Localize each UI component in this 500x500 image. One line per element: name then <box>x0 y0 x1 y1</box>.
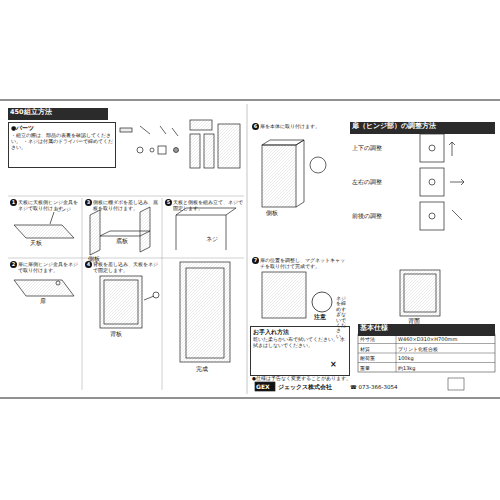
step-number: 5 <box>165 199 172 206</box>
label-text: ネジ <box>206 236 226 243</box>
label-text: 上下の調整 <box>352 145 412 152</box>
label-text: 扉 <box>40 298 52 305</box>
heading-band: 扉（ヒンジ部）の調整方法 <box>350 122 495 134</box>
label-text: × <box>330 360 340 370</box>
label-text: 扉に扉側ヒンジ金具をネジで取り付けます。 <box>18 261 80 273</box>
label-text: ヒンジ <box>56 206 78 212</box>
heading-band: 基本仕様 <box>358 324 495 336</box>
label-text: 完成 <box>196 366 216 373</box>
step-number: 1 <box>10 199 17 206</box>
body-text: 乾いた柔らかい布で拭いてください。 水拭きはしないでください。 <box>253 336 347 348</box>
label-text: 100kg <box>398 355 494 361</box>
label-text: 左右の調整 <box>352 179 412 186</box>
label-text: 底板 <box>116 238 136 245</box>
label-text: 背板 <box>110 331 130 338</box>
label-text: 前後の調整 <box>352 213 412 220</box>
label-text: ジェックス株式会社 <box>278 383 348 390</box>
label-text: 天板 <box>30 240 50 247</box>
step-number: 2 <box>10 261 17 268</box>
label-text: 重量 <box>360 365 395 371</box>
step-number: 3 <box>85 199 92 206</box>
label-text: ●仕様は予告なく変更することがあります。 <box>252 376 442 381</box>
brand-logo: GEX <box>256 383 276 390</box>
step-number: 7 <box>252 257 259 264</box>
heading-text: 基本仕様 <box>360 325 493 333</box>
heading-text: 450組立方法 <box>10 109 106 117</box>
label-text: 耐荷重 <box>360 355 395 361</box>
heading-text: ●パーツ <box>11 124 113 131</box>
label-text: 注意 <box>314 314 332 321</box>
label-text: 扉を本体に取り付けます。 <box>260 123 348 129</box>
label-text: W460×D310×H700mm <box>398 336 494 342</box>
label-text: 約13kg <box>398 365 494 371</box>
step-number: 4 <box>85 261 92 268</box>
label-text: 天板と側板を組み立て、ネジで固定します。 <box>173 199 243 211</box>
heading-text: 扉（ヒンジ部）の調整方法 <box>352 123 493 131</box>
text-box: ●パーツ・組立の際は、部品の表裏を確認してください。 ・ネジは付属のドライバーで… <box>8 122 116 168</box>
label-text: 背板を差し込み、天板をネジで固定します。 <box>93 261 159 273</box>
label-text: 側板 <box>266 210 286 217</box>
label-text: ☎ 073-366-3054 <box>350 384 430 391</box>
label-text: 側板に棚ダボを差し込み、底板を取り付けます。 <box>93 199 159 211</box>
step-number: 6 <box>252 123 259 130</box>
label-text: 扉の位置を調整し、マグネットキャッチを取り付けて完成です。 <box>260 257 348 269</box>
label-text: 外寸法 <box>360 336 395 342</box>
label-text: プリント化粧合板 <box>398 346 494 352</box>
heading-band: 450組立方法 <box>8 108 108 120</box>
label-text: 背面 <box>408 318 428 325</box>
label-text: ネジを締めすぎないでください。 <box>336 296 346 339</box>
body-text: ・組立の際は、部品の表裏を確認してください。 ・ネジは付属のドライバーで締めてく… <box>11 132 113 150</box>
label-text: 材質 <box>360 346 395 352</box>
heading-text: お手入れ方法 <box>253 328 347 335</box>
